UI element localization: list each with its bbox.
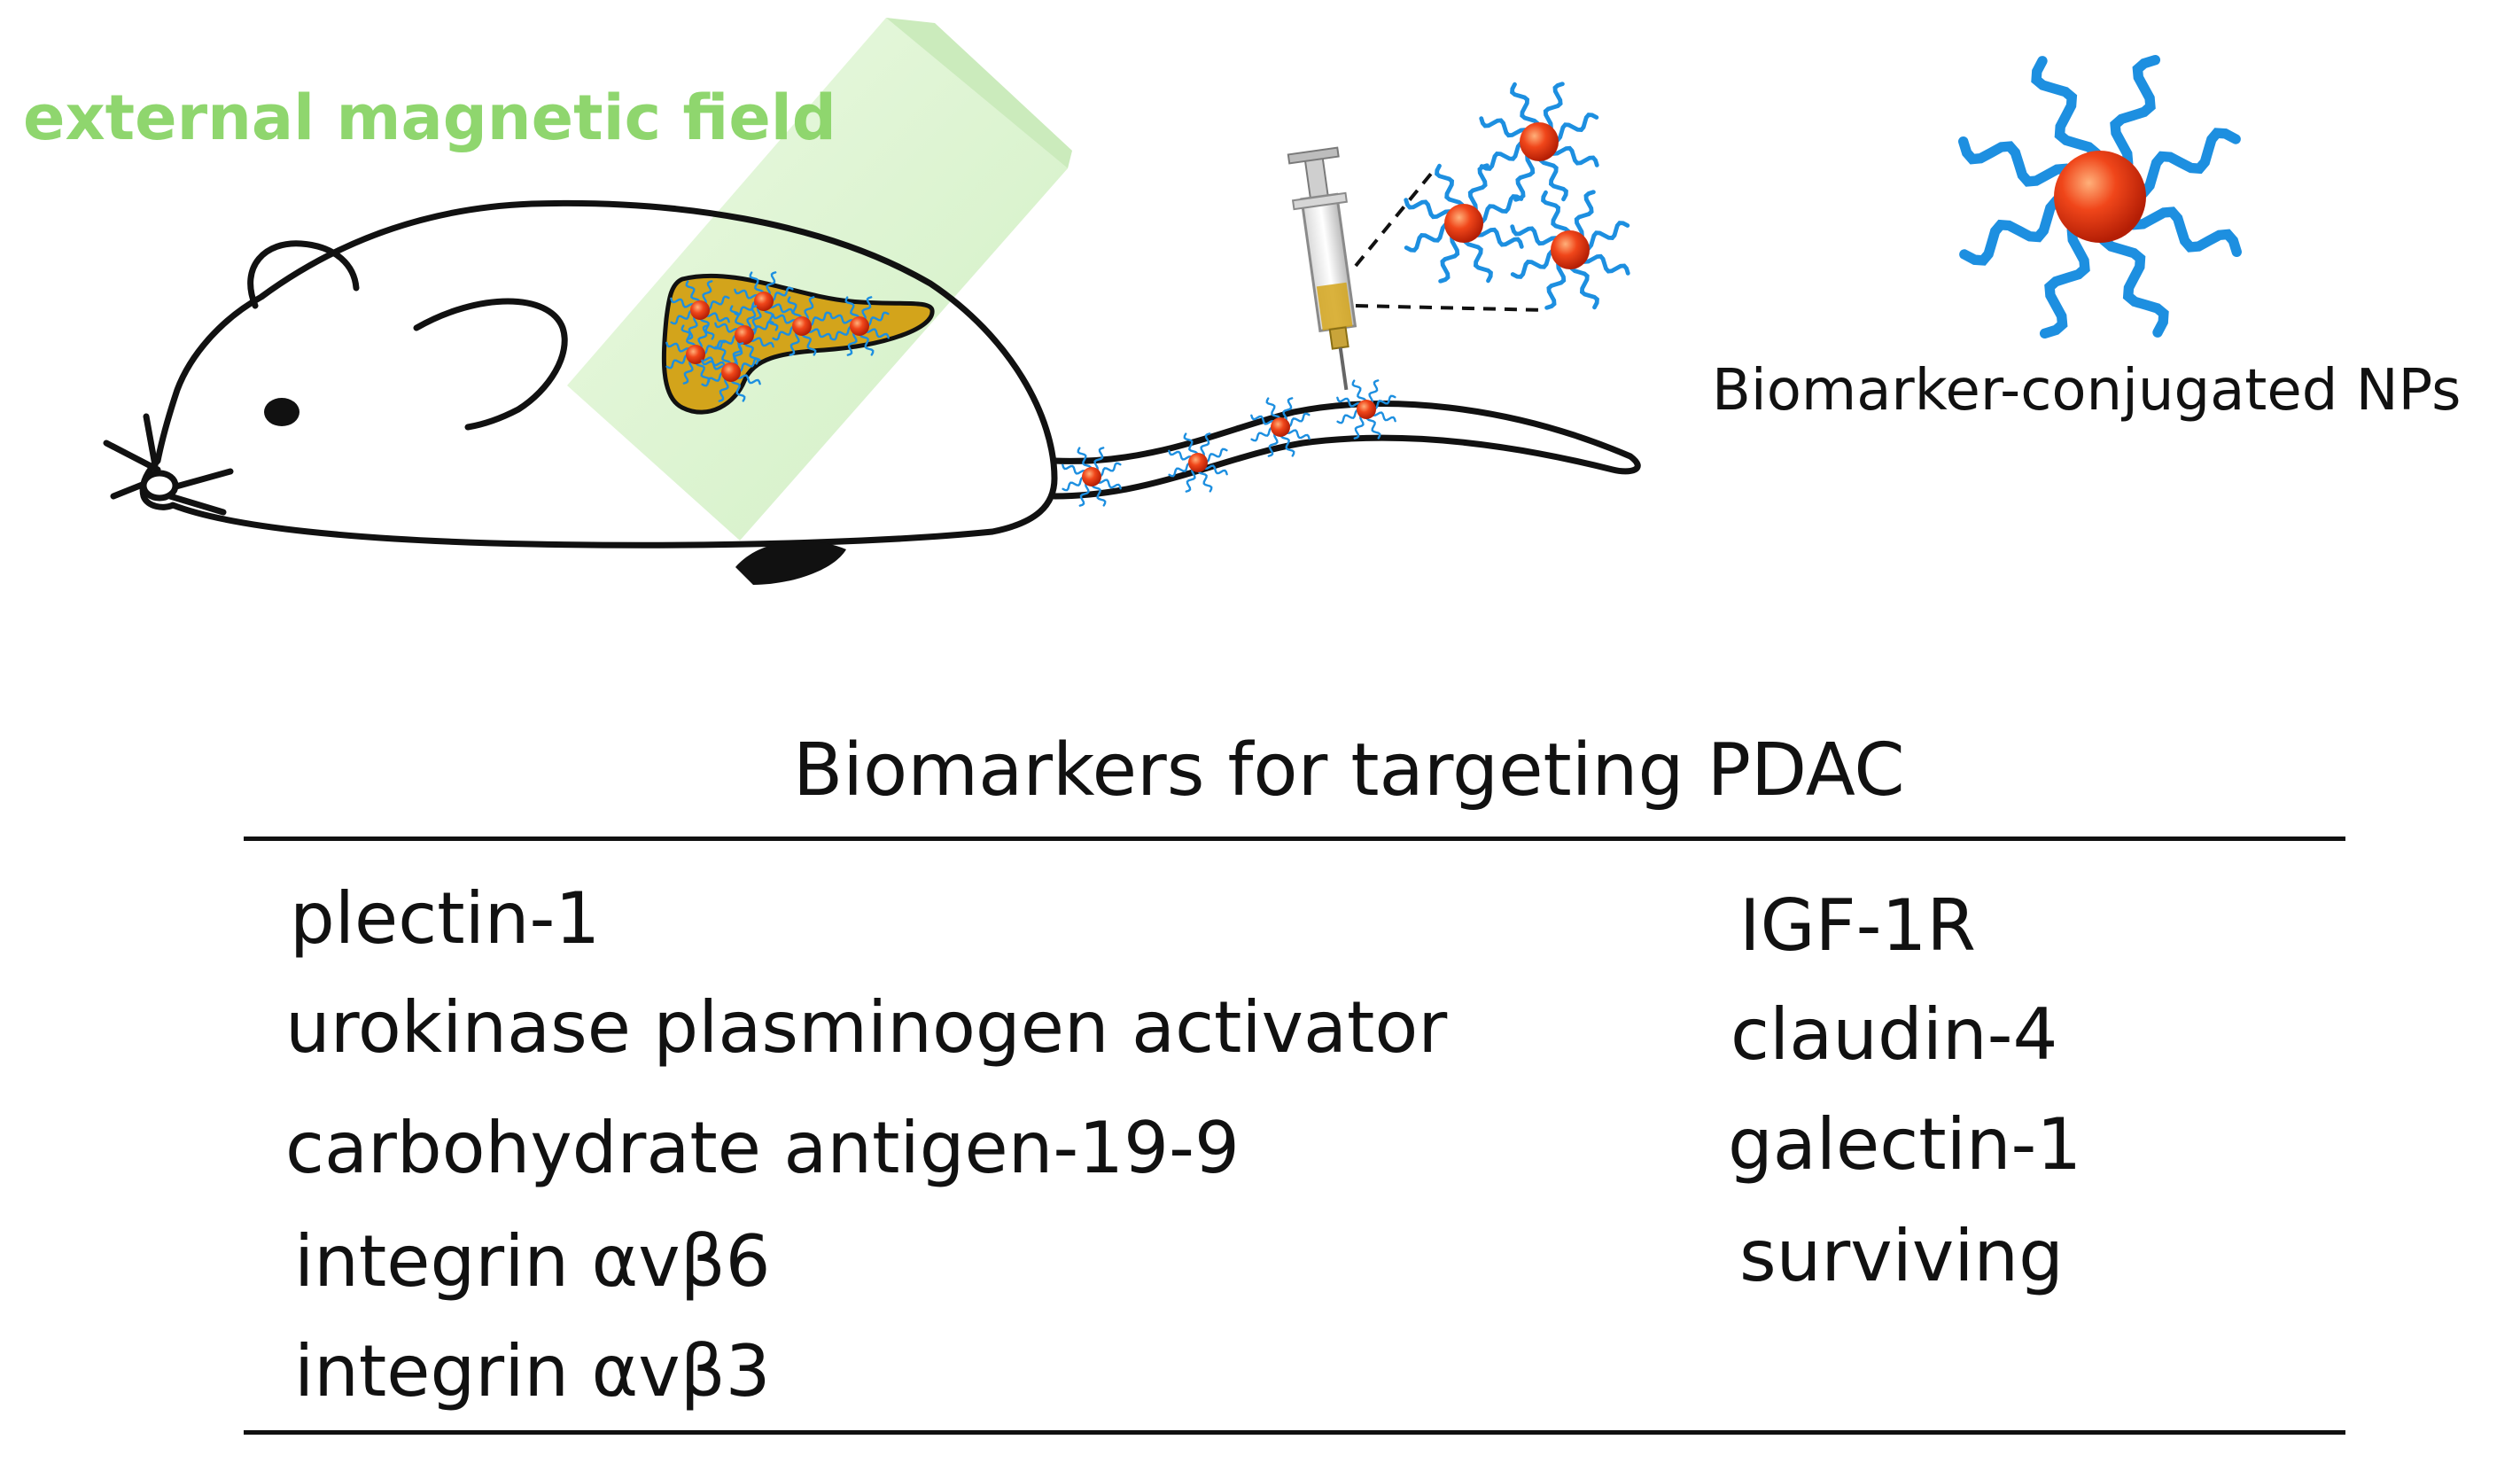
nanoparticle-pancreas (829, 296, 890, 356)
mouse-eye (264, 398, 299, 426)
nanoparticle-pancreas (772, 296, 832, 356)
biomarker-left-5: integrin αvβ3 (294, 1330, 771, 1412)
nanoparticle-pancreas (734, 271, 794, 331)
nanoparticle-pancreas (701, 342, 761, 402)
biomarker-left-3: carbohydrate antigen-19-9 (285, 1107, 1240, 1189)
table-title: Biomarkers for targeting PDAC (793, 728, 1905, 813)
nanoparticle-tail (1168, 432, 1228, 493)
syringe (1287, 146, 1357, 391)
nanoparticle-tail (1336, 379, 1396, 440)
mouse-illustration (103, 199, 1641, 549)
nanoparticle-pancreas (670, 280, 730, 340)
nanoparticle-tail (1250, 397, 1311, 457)
nanoparticle-legend-icon (1958, 55, 2242, 339)
zoom-callout-lines (1354, 167, 1547, 312)
biomarker-right-1: IGF-1R (1739, 884, 1976, 967)
nanoparticle-zoom (1404, 163, 1524, 284)
magnetic-field-label: external magnetic field (23, 82, 836, 154)
biomarker-left-1: plectin-1 (290, 877, 601, 960)
mouse-foot (735, 541, 846, 585)
nanoparticle-zoom (1510, 190, 1630, 310)
biomarker-right-4: surviving (1739, 1215, 2064, 1297)
nanoparticle-zoom (1479, 82, 1599, 202)
biomarker-left-4: integrin αvβ6 (294, 1220, 771, 1303)
nanoparticle-pancreas (714, 305, 774, 365)
nanoparticle-label: Biomarker-conjugated NPs (1712, 358, 2462, 424)
nanoparticle-layer (665, 55, 2242, 507)
biomarker-left-2: urokinase plasminogen activator (285, 986, 1448, 1069)
table-top-rule (244, 837, 2345, 841)
biomarker-right-3: galectin-1 (1728, 1103, 2082, 1186)
nanoparticle-tail (1062, 447, 1122, 507)
biomarker-right-2: claudin-4 (1731, 993, 2058, 1076)
table-bottom-rule (244, 1430, 2345, 1435)
